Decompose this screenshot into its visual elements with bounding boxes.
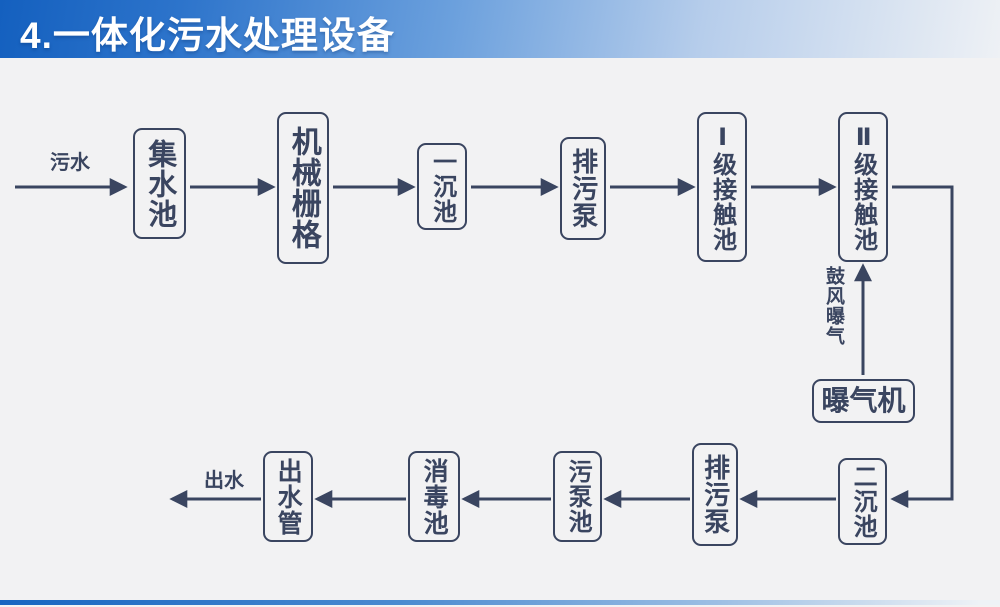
outflow-label: 出水 [204,470,244,492]
node-sewage-pump-2: 排污泵 [692,443,738,546]
node-outlet-pipe: 出水管 [263,451,313,542]
title-bar: 4.一体化污水处理设备 [0,0,1000,58]
aeration-flow-label: 鼓风曝气 [823,266,844,346]
node-sludge-pump-tank: 污泵池 [553,451,602,542]
inflow-label: 污水 [50,152,90,174]
node-stage1-contact-tank: Ⅰ级接触池 [697,112,747,262]
node-collecting-tank: 集水池 [133,128,186,239]
slide-title: 4.一体化污水处理设备 [20,15,395,56]
node-aerator: 曝气机 [812,379,915,423]
node-stage2-contact-tank: Ⅱ级接触池 [838,112,888,262]
bottom-accent-bar [0,600,1000,605]
node-mechanical-screen: 机械栅格 [277,112,329,264]
node-disinfection-tank: 消毒池 [408,451,460,542]
node-primary-sedimentation-tank: 一沉池 [417,143,467,230]
connector-stage2-to-secondary-sedimentation [890,185,954,508]
node-sewage-pump-1: 排污泵 [560,137,606,240]
node-secondary-sedimentation-tank: 二沉池 [838,458,887,545]
